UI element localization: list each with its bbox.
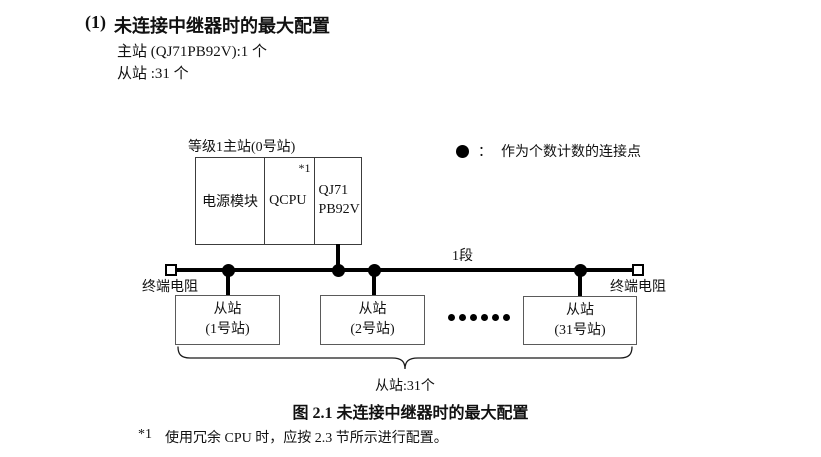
profibus-module-line2: PB92V (318, 202, 360, 217)
slave1-name: 从站 (213, 302, 242, 318)
slave2-station: (2号站) (350, 322, 395, 337)
ellipsis-dot-icon (492, 314, 499, 321)
legend-separator: ： (478, 145, 492, 160)
bus-line (172, 268, 638, 272)
slave31-station: (31号站) (554, 322, 606, 338)
ellipsis-dot-icon (503, 314, 510, 321)
legend: ： 作为个数计数的连接点 (456, 141, 641, 161)
heading-number: (1) (85, 12, 106, 32)
section-heading: (1) 未连接中继器时的最大配置 (85, 12, 330, 38)
slave2-name: 从站 (358, 302, 387, 318)
heading-title: 未连接中继器时的最大配置 (114, 16, 330, 36)
connection-point-icon (456, 144, 469, 158)
slave1-station: (1号站) (205, 322, 250, 337)
slave1-drop-line (226, 272, 230, 296)
slave-station-box-2: 从站 (2号站) (320, 295, 425, 345)
connection-point-icon (574, 264, 587, 277)
power-module-cell: 电源模块 (196, 158, 266, 244)
slave-count-line: 从站 :31 个 (117, 66, 189, 82)
ellipsis-dot-icon (470, 314, 477, 321)
figure-caption: 图 2.1 未连接中继器时的最大配置 (292, 405, 529, 422)
master-station-box: 电源模块 *1 QCPU QJ71 PB92V (195, 157, 362, 245)
master-drop-line (336, 244, 340, 270)
footnote-text: 使用冗余 CPU 时，应按 2.3 节所示进行配置。 (165, 431, 448, 446)
slave-station-box-31: 从站 (31号站) (523, 296, 637, 345)
segment-label: 1段 (452, 249, 473, 264)
terminator-right-label: 终端电阻 (610, 280, 666, 295)
footnote-marker: *1 (138, 427, 152, 442)
ellipsis-dot-icon (481, 314, 488, 321)
cpu-cell: *1 QCPU (265, 158, 315, 244)
slave-station-box-1: 从站 (1号站) (175, 295, 280, 345)
master-count-line: 主站 (QJ71PB92V):1 个 (117, 44, 268, 60)
ellipsis-dot-icon (459, 314, 466, 321)
terminator-square-icon (165, 264, 177, 276)
connection-point-icon (222, 264, 235, 277)
slave31-drop-line (578, 272, 582, 296)
slave2-drop-line (372, 272, 376, 296)
slave31-name: 从站 (566, 302, 594, 318)
master-station-label: 等级1主站(0号站) (188, 140, 296, 155)
cpu-label: QCPU (269, 193, 307, 208)
cpu-footnote-marker: *1 (298, 161, 311, 175)
profibus-module-line1: QJ71 (318, 183, 349, 199)
connection-point-icon (332, 264, 345, 277)
legend-label: 作为个数计数的连接点 (501, 145, 641, 160)
ellipsis-dots (448, 314, 510, 321)
connection-point-icon (368, 264, 381, 277)
terminator-left-label: 终端电阻 (142, 280, 198, 295)
ellipsis-dot-icon (448, 314, 455, 321)
profibus-module-cell: QJ71 PB92V (315, 158, 361, 244)
footnote: *1 使用冗余 CPU 时，应按 2.3 节所示进行配置。 (138, 427, 448, 447)
terminator-square-icon (632, 264, 644, 276)
brace-label: 从站:31个 (375, 379, 435, 394)
